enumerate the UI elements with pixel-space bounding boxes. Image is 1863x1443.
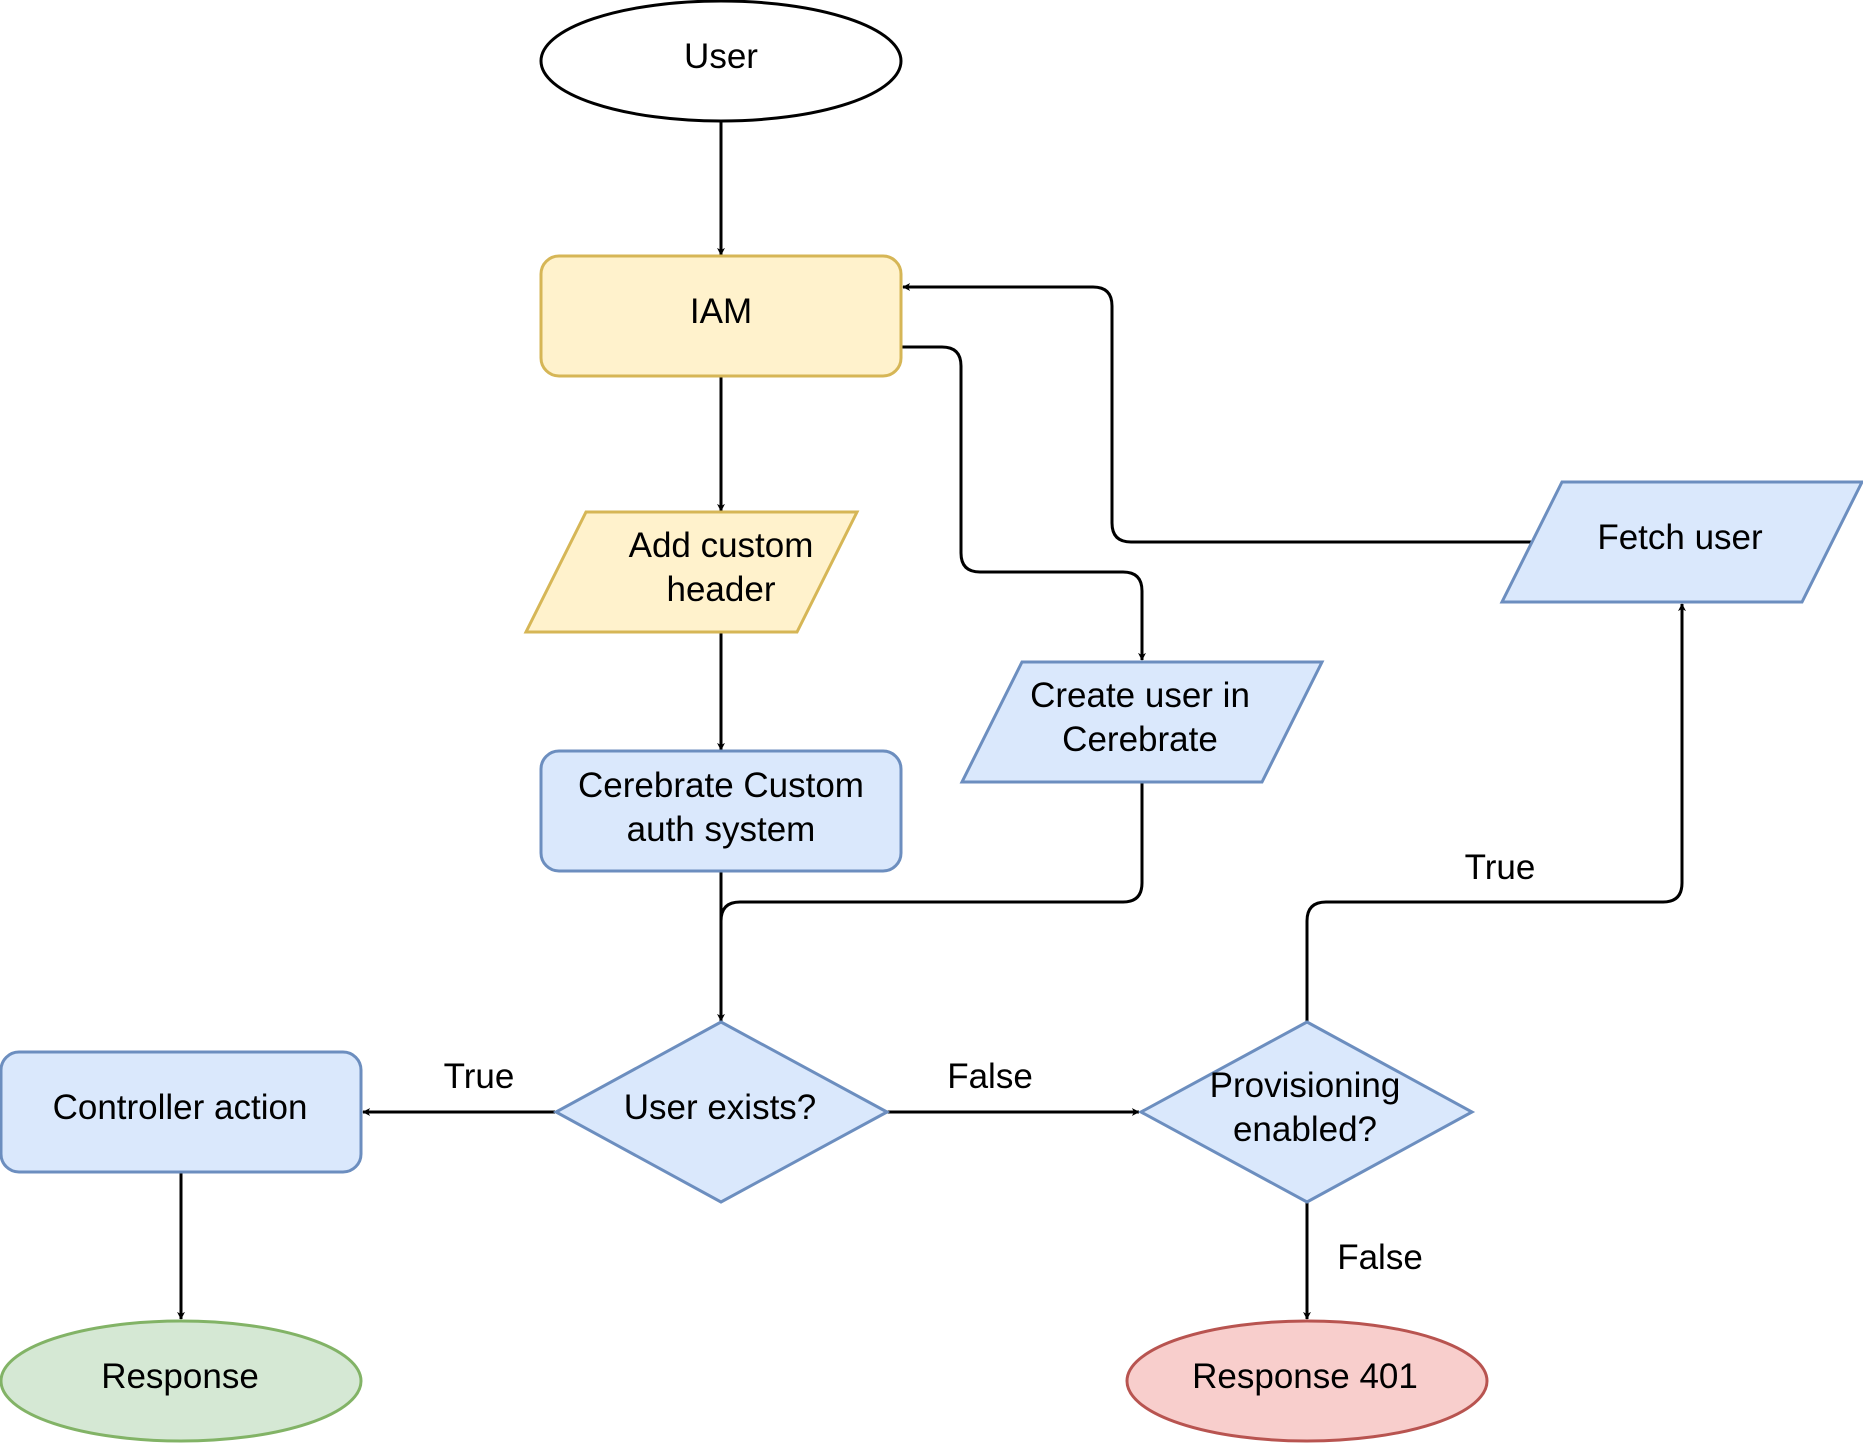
node-user-exists: User exists? (552, 1020, 891, 1204)
edge-fetch-user-to-iam (902, 283, 1531, 544)
node-response-401-label: Response 401 (1192, 1357, 1418, 1396)
node-add-custom-header-line2: header (667, 570, 776, 609)
node-fetch-user-shape (1499, 480, 1863, 604)
node-add-custom-header-shape (523, 510, 860, 634)
edge-create-user-to-user-exists (719, 782, 1144, 1021)
node-create-user-line1: Create user in (1030, 676, 1250, 715)
node-provisioning-enabled-line1: Provisioning (1210, 1066, 1401, 1105)
node-provisioning-enabled-shape (1137, 1020, 1476, 1204)
node-response-401: Response 401 (1125, 1319, 1489, 1443)
node-iam: IAM (539, 254, 903, 378)
node-response-label: Response (101, 1357, 259, 1396)
node-add-custom-header: Add custom header (523, 510, 860, 634)
node-response-401-shape (1125, 1319, 1489, 1443)
edge-labels: True False True False (444, 848, 1536, 1277)
node-cerebrate-auth-shape (539, 749, 903, 873)
node-cerebrate-auth: Cerebrate Custom auth system (539, 749, 903, 873)
edges (177, 122, 1686, 1320)
node-controller-action-shape (0, 1050, 363, 1174)
node-controller-action-label: Controller action (53, 1088, 308, 1127)
node-user: User (539, 0, 903, 123)
node-user-exists-label: User exists? (624, 1088, 817, 1127)
node-fetch-user-label: Fetch user (1597, 518, 1763, 557)
node-cerebrate-auth-line1: Cerebrate Custom (578, 766, 864, 805)
edge-label-exists-true: True (444, 1057, 515, 1096)
node-response: Response (0, 1319, 363, 1443)
node-add-custom-header-line1: Add custom (629, 526, 814, 565)
edge-label-provisioning-true: True (1465, 848, 1536, 887)
node-user-exists-shape (552, 1020, 891, 1204)
node-cerebrate-auth-line2: auth system (627, 810, 816, 849)
node-fetch-user: Fetch user (1499, 480, 1863, 604)
edge-label-exists-false: False (947, 1057, 1033, 1096)
node-controller-action: Controller action (0, 1050, 363, 1174)
node-provisioning-enabled: Provisioning enabled? (1137, 1020, 1476, 1204)
node-provisioning-enabled-line2: enabled? (1233, 1110, 1377, 1149)
node-iam-shape (539, 254, 903, 378)
node-user-label: User (684, 37, 758, 76)
edge-provisioning-to-fetch-user (1305, 603, 1686, 1021)
node-create-user-line2: Cerebrate (1062, 720, 1218, 759)
node-create-user: Create user in Cerebrate (959, 660, 1325, 784)
node-create-user-shape (959, 660, 1325, 784)
edge-label-provisioning-false: False (1337, 1238, 1423, 1277)
node-response-shape (0, 1319, 363, 1443)
edge-iam-to-create-user (901, 345, 1146, 661)
node-iam-label: IAM (690, 292, 752, 331)
node-user-shape (539, 0, 903, 123)
